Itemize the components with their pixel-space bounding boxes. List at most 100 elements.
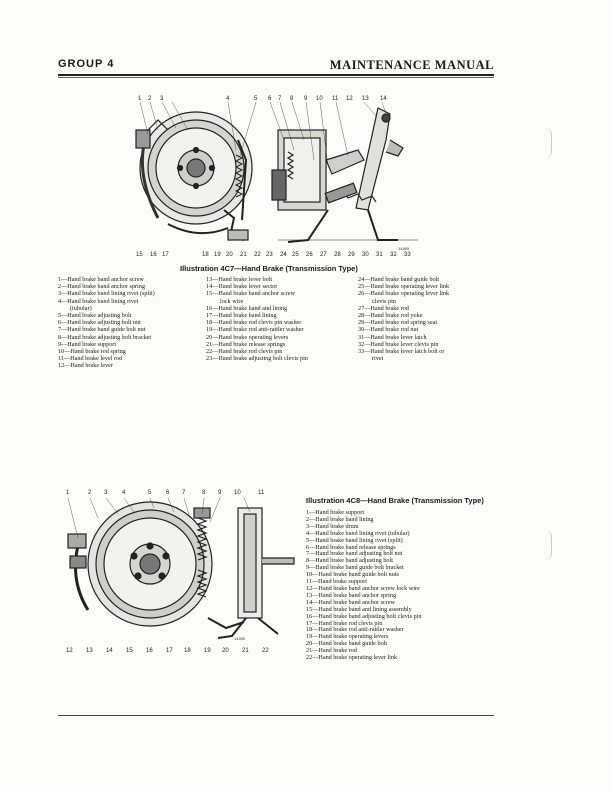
legend-item: 19—Hand brake operating levers <box>306 633 389 641</box>
legend-item: 3—Hand brake band lining rivet (split) <box>58 290 155 298</box>
legend-item: 18—Hand brake rod clevis pin washer <box>206 319 302 327</box>
callout: 6 <box>166 490 170 496</box>
manual-title: MAINTENANCE MANUAL <box>329 58 494 72</box>
callout: 7 <box>182 490 186 496</box>
header-rule <box>58 74 494 76</box>
callout: 17 <box>162 252 169 258</box>
header-rule-thin <box>58 77 494 78</box>
callout: 14 <box>380 96 387 102</box>
legend-item: 1—Hand brake support <box>306 509 365 516</box>
callout: 13 <box>362 96 369 102</box>
figure1-legend-col1: 1—Hand brake band anchor screw 2—Hand br… <box>58 276 155 370</box>
callout: 20 <box>226 252 233 258</box>
legend-item: 15—Hand brake band and lining assembly <box>306 605 412 613</box>
callout: 17 <box>166 648 173 654</box>
callout: 21 <box>240 252 247 258</box>
legend-item: 22—Hand brake rod clevis pin <box>206 348 283 356</box>
callout: 8 <box>202 490 206 496</box>
footer-rule <box>58 715 494 716</box>
legend-item: 6—Hand brake band release springs <box>306 543 396 551</box>
page-edge-mark <box>545 530 552 560</box>
figure2-bottom-callouts: 12 13 14 15 16 17 18 19 20 21 22 <box>58 648 298 656</box>
callout: 9 <box>304 96 308 102</box>
figure1-bottom-callouts: 15 16 17 18 19 20 21 22 23 24 25 26 27 2… <box>128 252 428 260</box>
callout: 2 <box>88 490 92 496</box>
legend-item: 31—Hand brake lever latch <box>358 333 427 341</box>
legend-item: 12—Hand brake lever <box>58 362 113 370</box>
svg-text:14459: 14459 <box>234 636 246 641</box>
legend-item: 17—Hand brake band lining <box>206 312 277 320</box>
figure1-legend-col3: 24—Hand brake band guide bolt 25—Hand br… <box>358 276 449 362</box>
figure1-legend-col2: 13—Hand brake lever bolt 14—Hand brake l… <box>206 276 308 362</box>
callout: 4 <box>226 96 230 102</box>
legend-item: 30—Hand brake rod nut <box>358 326 419 334</box>
legend-item: 32—Hand brake lever clevis pin <box>358 340 439 348</box>
page-edge-mark <box>545 128 552 158</box>
legend-item: 33—Hand brake lever latch bolt or <box>358 348 445 356</box>
legend-item: 5—Hand brake adjusting bolt <box>58 312 132 320</box>
figure2-illustration: 14459 <box>67 498 295 641</box>
callout: 31 <box>376 252 383 258</box>
legend-item: 7—Hand brake band guide bolt nut <box>58 326 146 334</box>
legend-item: 10—Hand brake rod spring <box>58 348 126 356</box>
callout: 23 <box>266 252 273 258</box>
legend-item: 22—Hand brake operating lever link <box>306 654 398 662</box>
legend-item: 27—Hand brake rod <box>358 304 409 312</box>
callout: 2 <box>148 96 152 102</box>
legend-item: 10—Hand brake band guide bolt nuts <box>306 571 399 579</box>
legend-item: lock wire <box>220 297 244 305</box>
callout: 19 <box>204 648 211 654</box>
callout: 1 <box>138 96 142 102</box>
callout: 25 <box>292 252 299 258</box>
callout: 10 <box>316 96 323 102</box>
callout: 9 <box>218 490 222 496</box>
legend-item: 16—Hand brake band and lining <box>206 304 288 312</box>
figure1-illustration: 14459 <box>135 101 418 251</box>
figure1-top-callouts: 1 2 3 4 5 6 7 8 9 10 11 12 13 14 <box>128 96 428 104</box>
callout: 20 <box>222 648 229 654</box>
legend-item: clevis pin <box>372 297 396 305</box>
figure2-legend: 1—Hand brake support 2—Hand brake band l… <box>306 509 421 662</box>
group-label: GROUP 4 <box>58 58 115 70</box>
callout: 16 <box>150 252 157 258</box>
legend-item: 20—Hand brake band guide bolt <box>306 640 388 648</box>
legend-item: 2—Hand brake band anchor spring <box>58 283 145 291</box>
callout: 16 <box>146 648 153 654</box>
callout: 12 <box>66 648 73 654</box>
legend-item: 3—Hand brake drum <box>306 522 359 530</box>
legend-item: 5—Hand brake band lining rivet (split) <box>306 536 403 544</box>
legend-item: 11—Hand brake support <box>306 578 367 586</box>
legend-item: 4—Hand brake band lining rivet <box>58 297 139 305</box>
callout: 21 <box>242 648 249 654</box>
callout: 19 <box>214 252 221 258</box>
callout: 10 <box>234 490 241 496</box>
callout: 30 <box>362 252 369 258</box>
legend-item: 21—Hand brake rod <box>306 647 357 655</box>
callout: 22 <box>254 252 261 258</box>
legend-item: 6—Hand brake adjusting bolt nut <box>58 319 141 327</box>
callout: 12 <box>346 96 353 102</box>
legend-item: 21—Hand brake release springs <box>206 340 286 348</box>
callout: 7 <box>278 96 282 102</box>
callout: 1 <box>66 490 70 496</box>
callout: 18 <box>184 648 191 654</box>
legend-item: 7—Hand brake band adjusting bolt nut <box>306 550 403 558</box>
legend-item: 13—Hand brake lever bolt <box>206 276 273 283</box>
legend-item: 14—Hand brake band anchor screw <box>306 598 395 606</box>
callout: 6 <box>268 96 272 102</box>
legend-item: 19—Hand brake rod anti-rattler washer <box>206 326 304 334</box>
legend-item: 14—Hand brake lever sector <box>206 283 278 291</box>
callout: 11 <box>258 490 265 496</box>
callout: 14 <box>106 648 113 654</box>
callout: 15 <box>126 648 133 654</box>
legend-item: 17—Hand brake rod clevis pin <box>306 619 383 627</box>
legend-item: 25—Hand brake operating lever link <box>358 283 450 291</box>
callout: 15 <box>136 252 143 258</box>
legend-item: 26—Hand brake operating lever link <box>358 290 450 298</box>
callout: 5 <box>148 490 152 496</box>
legend-item: 20—Hand brake operating levers <box>206 333 289 341</box>
legend-item: 8—Hand brake adjusting bolt bracket <box>58 333 152 341</box>
callout: 27 <box>320 252 327 258</box>
legend-item: 9—Hand brake support <box>58 340 117 348</box>
legend-item: 28—Hand brake rod yoke <box>358 312 423 320</box>
